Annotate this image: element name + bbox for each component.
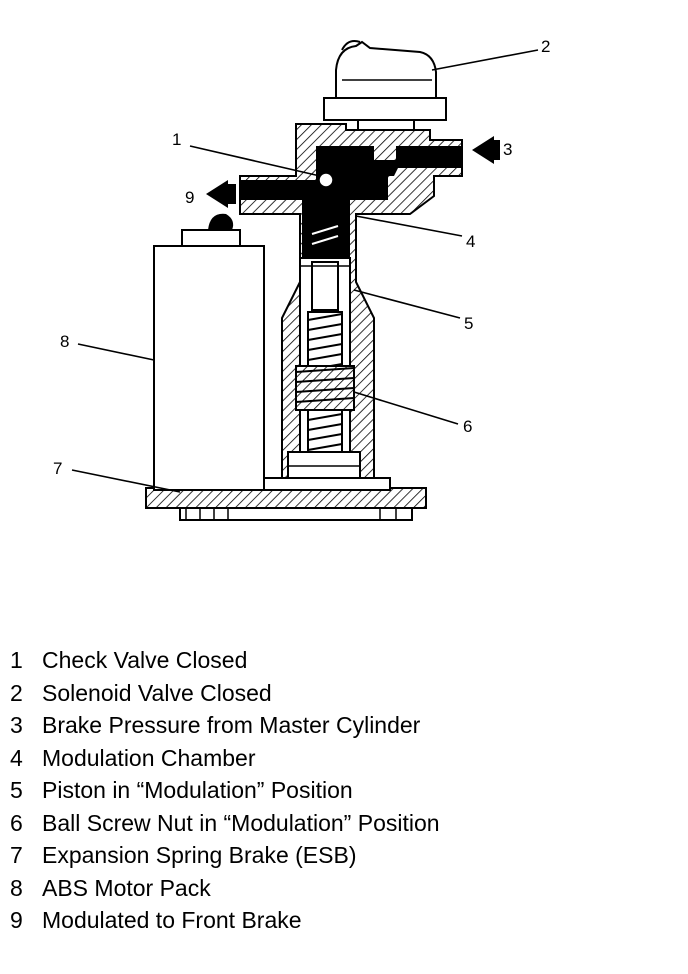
- callout-4: 4: [466, 232, 475, 251]
- piston: [311, 261, 339, 311]
- legend-text: Piston in “Modulation” Position: [42, 777, 353, 803]
- legend-item: 2 Solenoid Valve Closed: [10, 677, 440, 710]
- legend-number: 1: [10, 647, 23, 673]
- abs-motor-pack: [153, 213, 265, 491]
- legend-number: 2: [10, 679, 23, 706]
- legend-number: 9: [10, 907, 23, 933]
- legend-text: Check Valve Closed: [42, 647, 248, 673]
- legend-number: 6: [10, 809, 23, 836]
- callout-8: 8: [60, 332, 69, 351]
- callout-2: 2: [541, 37, 550, 56]
- legend-list: 1 Check Valve Closed 2 Solenoid Valve Clos…: [10, 644, 440, 937]
- arrow-to-front-brake: [206, 180, 228, 208]
- callout-7: 7: [53, 459, 62, 478]
- legend-item: 3 Brake Pressure from Master Cylinder: [10, 709, 440, 742]
- legend-text: Expansion Spring Brake (ESB): [42, 842, 357, 868]
- legend-text: Modulated to Front Brake: [42, 907, 302, 933]
- callout-6: 6: [463, 417, 472, 436]
- legend-number: 5: [10, 777, 23, 803]
- check-valve-ball: [318, 172, 334, 188]
- legend-item: 8 ABS Motor Pack: [10, 872, 440, 905]
- legend-number: 3: [10, 712, 23, 738]
- legend-item: 4 Modulation Chamber: [10, 742, 440, 775]
- ball-screw-nut: [295, 365, 355, 411]
- expansion-spring-brake: [145, 477, 427, 521]
- callout-9: 9: [185, 188, 194, 207]
- arrow-from-master-cylinder: [472, 136, 494, 164]
- legend-item: 1 Check Valve Closed: [10, 644, 440, 677]
- piston-bore: [287, 257, 361, 479]
- legend-text: Ball Screw Nut in “Modulation” Position: [42, 809, 440, 836]
- legend-text: ABS Motor Pack: [42, 874, 211, 901]
- abs-modulator-diagram: 1 2 3 4 5 6 7 8 9: [53, 37, 550, 521]
- fluid-passages: [240, 146, 462, 258]
- legend-item: 5 Piston in “Modulation” Position: [10, 774, 440, 807]
- legend-number: 4: [10, 744, 23, 771]
- callout-5: 5: [464, 314, 473, 333]
- legend-number: 8: [10, 874, 23, 901]
- callout-3: 3: [503, 140, 512, 159]
- legend-text: Solenoid Valve Closed: [42, 679, 272, 706]
- legend-number: 7: [10, 842, 23, 868]
- leader-lines: [71, 49, 539, 493]
- legend-text: Modulation Chamber: [42, 744, 256, 771]
- legend-item: 7 Expansion Spring Brake (ESB): [10, 839, 440, 872]
- callout-1: 1: [172, 130, 181, 149]
- legend-item: 6 Ball Screw Nut in “Modulation” Position: [10, 807, 440, 840]
- legend-text: Brake Pressure from Master Cylinder: [42, 712, 421, 738]
- legend-item: 9 Modulated to Front Brake: [10, 904, 440, 937]
